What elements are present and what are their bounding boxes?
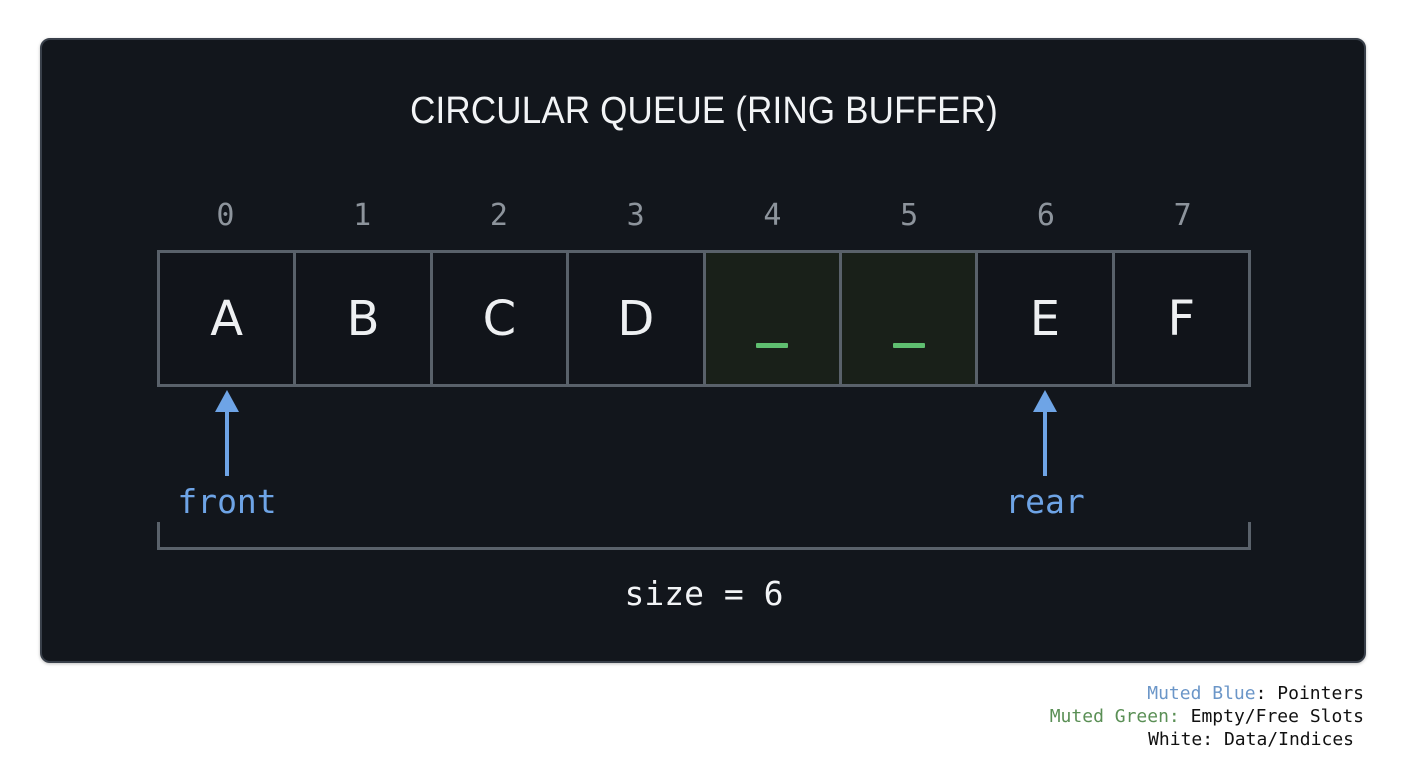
front-pointer-arrow-icon bbox=[167, 390, 287, 476]
buffer-cell-6: E bbox=[978, 253, 1112, 384]
size-label: size = 6 bbox=[624, 574, 784, 613]
index-label: 6 bbox=[1036, 198, 1055, 233]
cell-value: A bbox=[210, 290, 244, 347]
legend: Muted Blue: Pointers Muted Green: Empty/… bbox=[1050, 682, 1364, 751]
legend-key: White bbox=[1148, 729, 1203, 750]
cell-value: E bbox=[1029, 290, 1061, 347]
index-row: 0 1 2 3 4 5 6 7 bbox=[157, 198, 1251, 238]
size-bracket bbox=[157, 522, 1251, 550]
empty-slot-marker bbox=[892, 343, 925, 348]
legend-sep bbox=[1180, 706, 1191, 727]
legend-sep: : bbox=[1202, 729, 1224, 750]
empty-slot-marker bbox=[756, 343, 789, 348]
cell-value: B bbox=[346, 290, 380, 347]
rear-pointer-arrow-icon bbox=[985, 390, 1105, 476]
legend-key: Muted Green: bbox=[1049, 706, 1180, 727]
front-pointer-label: front bbox=[177, 482, 277, 521]
buffer-cell-1: B bbox=[296, 253, 430, 384]
buffer-cell-2: C bbox=[432, 253, 567, 384]
legend-item-empty-slots: Muted Green: Empty/Free Slots bbox=[1050, 705, 1364, 728]
cell-value: D bbox=[617, 290, 655, 347]
index-label: 5 bbox=[900, 198, 919, 233]
index-label: 0 bbox=[216, 198, 235, 233]
legend-key: Muted Blue bbox=[1147, 683, 1256, 704]
index-label: 2 bbox=[489, 198, 508, 233]
rear-pointer-label: rear bbox=[1005, 482, 1085, 521]
buffer-cell-0: A bbox=[160, 253, 294, 384]
index-label: 3 bbox=[626, 198, 645, 233]
buffer-cell-5-empty bbox=[841, 253, 976, 384]
cell-value: C bbox=[482, 290, 517, 347]
cell-value: F bbox=[1167, 290, 1196, 347]
legend-item-pointers: Muted Blue: Pointers bbox=[1050, 682, 1364, 705]
index-label: 1 bbox=[353, 198, 372, 233]
index-label: 7 bbox=[1173, 198, 1192, 233]
diagram-title: CIRCULAR QUEUE (RING BUFFER) bbox=[410, 90, 998, 132]
index-label: 4 bbox=[763, 198, 782, 233]
buffer-cell-7: F bbox=[1114, 253, 1248, 384]
buffer-array: A B C D E F bbox=[157, 250, 1251, 387]
legend-desc: Data/Indices bbox=[1223, 729, 1354, 750]
legend-desc: Empty/Free Slots bbox=[1190, 706, 1364, 727]
legend-item-data: White: Data/Indices bbox=[1050, 728, 1354, 751]
legend-desc: Pointers bbox=[1277, 683, 1364, 704]
buffer-cell-4-empty bbox=[705, 253, 839, 384]
legend-sep: : bbox=[1255, 683, 1278, 704]
buffer-cell-3: D bbox=[569, 253, 703, 384]
